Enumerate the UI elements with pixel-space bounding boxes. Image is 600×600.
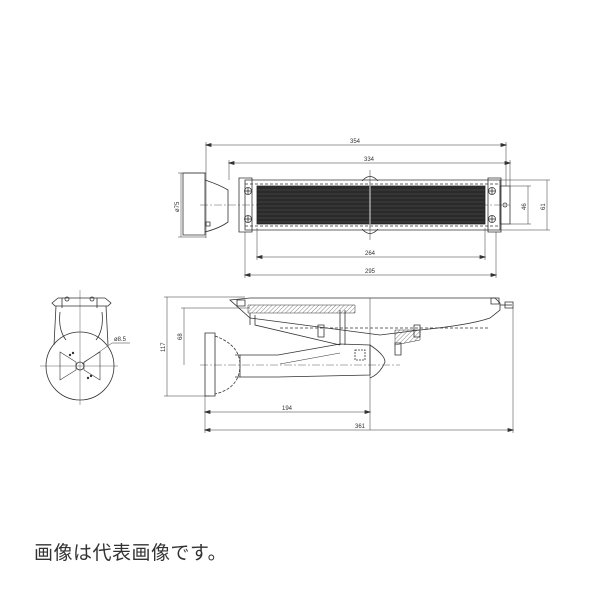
dim-body-length: 295 (365, 269, 376, 275)
side-view (164, 297, 513, 433)
dim-flange-diameter: ø75 (175, 201, 181, 212)
dim-grate-width: 46 (522, 203, 528, 210)
dim-overall-length: 354 (350, 139, 361, 145)
dim-outlet-height: 68 (178, 333, 184, 340)
dim-inner-length: 334 (364, 157, 375, 163)
dim-grate-length: 264 (365, 251, 376, 257)
dim-outlet-to-center: 194 (282, 406, 293, 412)
dim-body-width: 61 (541, 203, 547, 210)
end-view (40, 290, 130, 405)
dim-side-overall-length: 361 (355, 424, 366, 430)
top-view-dimension-labels: 354 334 264 295 ø75 46 61 (175, 139, 547, 275)
representative-image-caption: 画像は代表画像です。 (34, 542, 228, 564)
dim-hole-diameter: ø8.5 (114, 337, 127, 343)
dim-height: 117 (161, 342, 167, 352)
side-view-dimension-labels: 117 68 194 361 (161, 333, 366, 430)
top-view (178, 142, 550, 278)
